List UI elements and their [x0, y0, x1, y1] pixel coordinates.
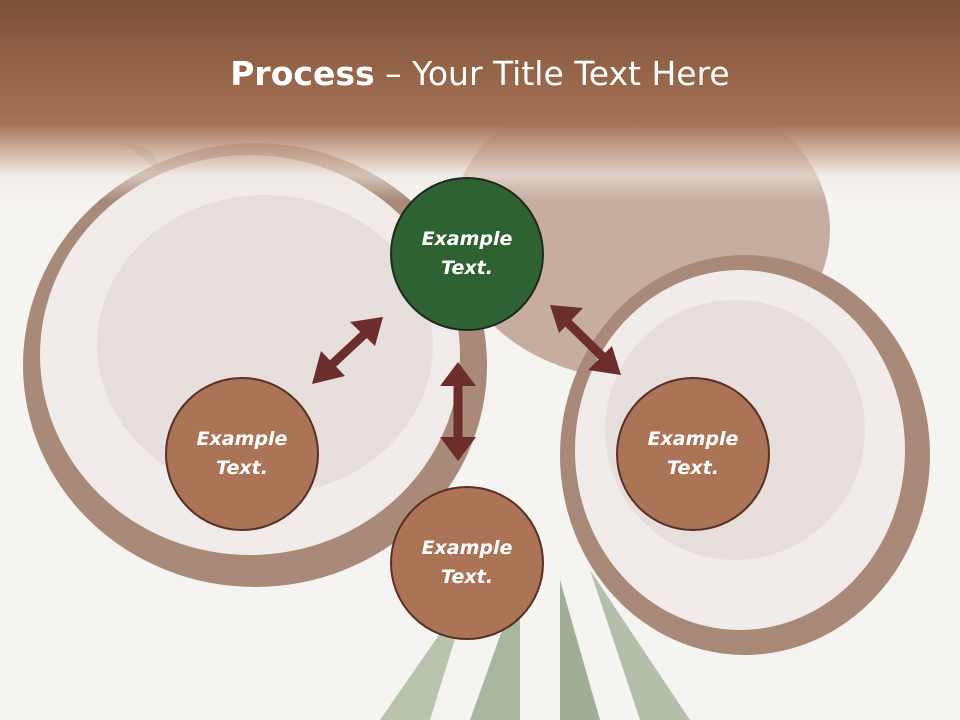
title-banner: [0, 0, 960, 200]
title-rest-text: – Your Title Text Here: [374, 54, 730, 93]
node-right-label: Example Text.: [647, 428, 739, 479]
node-bottom: Example Text.: [390, 486, 544, 640]
node-top: Example Text.: [390, 177, 544, 331]
node-bottom-label: Example Text.: [421, 537, 513, 588]
node-left: Example Text.: [165, 377, 319, 531]
node-top-label: Example Text.: [421, 228, 513, 279]
slide-title: Process – Your Title Text Here: [0, 52, 960, 96]
node-right: Example Text.: [616, 377, 770, 531]
node-left-label: Example Text.: [196, 428, 288, 479]
title-bold-text: Process: [230, 54, 375, 93]
